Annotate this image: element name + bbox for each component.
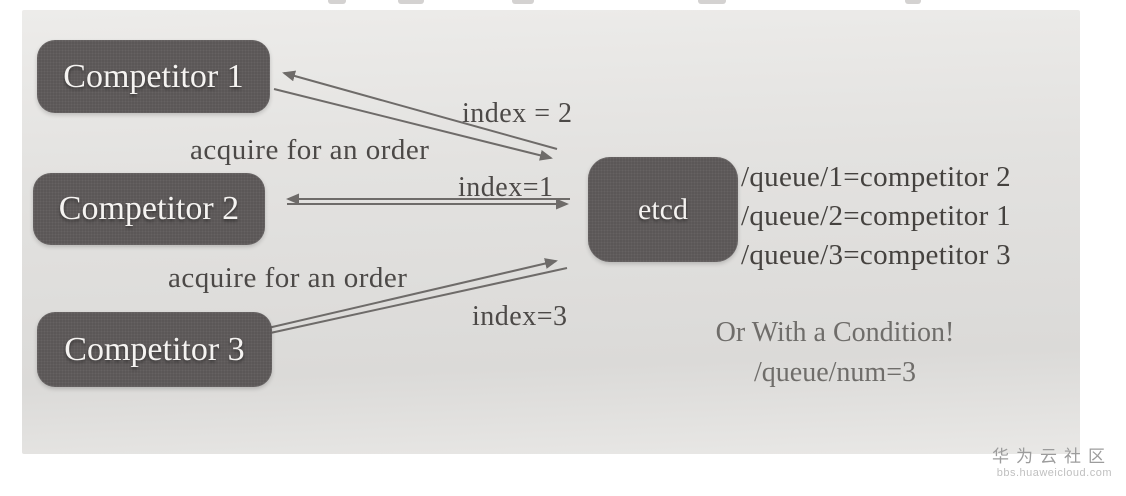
cropped-title-remnant <box>512 0 534 4</box>
cropped-title-remnant <box>328 0 346 4</box>
cropped-title-remnant <box>398 0 424 4</box>
cropped-title-remnant <box>905 0 921 4</box>
queue-entry-2: /queue/2=competitor 1 <box>741 200 1011 232</box>
edge-label-acquire-order-1: acquire for an order <box>190 134 430 166</box>
edge-label-acquire-order-2: acquire for an order <box>168 262 408 294</box>
node-competitor-1: Competitor 1 <box>37 40 270 113</box>
condition-value: /queue/num=3 <box>754 357 916 388</box>
node-competitor-2-label: Competitor 2 <box>58 190 240 227</box>
node-competitor-2: Competitor 2 <box>33 173 265 245</box>
edge-label-index-3: index=3 <box>472 301 568 332</box>
watermark-brand: 华为云社区 <box>992 447 1112 466</box>
node-competitor-3-label: Competitor 3 <box>64 330 245 368</box>
node-etcd: etcd <box>588 157 738 262</box>
watermark-site: bbs.huaweicloud.com <box>996 467 1112 479</box>
queue-entry-3: /queue/3=competitor 3 <box>741 239 1011 271</box>
cropped-title-remnant <box>698 0 726 4</box>
node-etcd-label: etcd <box>638 192 688 226</box>
queue-entries: /queue/1=competitor 2 /queue/2=competito… <box>741 158 1011 275</box>
edge-label-index-2: index = 2 <box>462 98 573 129</box>
queue-entry-1: /queue/1=competitor 2 <box>741 161 1011 193</box>
condition-note: Or With a Condition! /queue/num=3 <box>660 313 1010 393</box>
node-competitor-1-label: Competitor 1 <box>63 57 244 95</box>
node-competitor-3: Competitor 3 <box>37 312 272 387</box>
condition-heading: Or With a Condition! <box>715 317 955 348</box>
watermark: 华为云社区 bbs.huaweicloud.com <box>992 447 1112 480</box>
edge-label-index-1: index=1 <box>458 172 554 203</box>
